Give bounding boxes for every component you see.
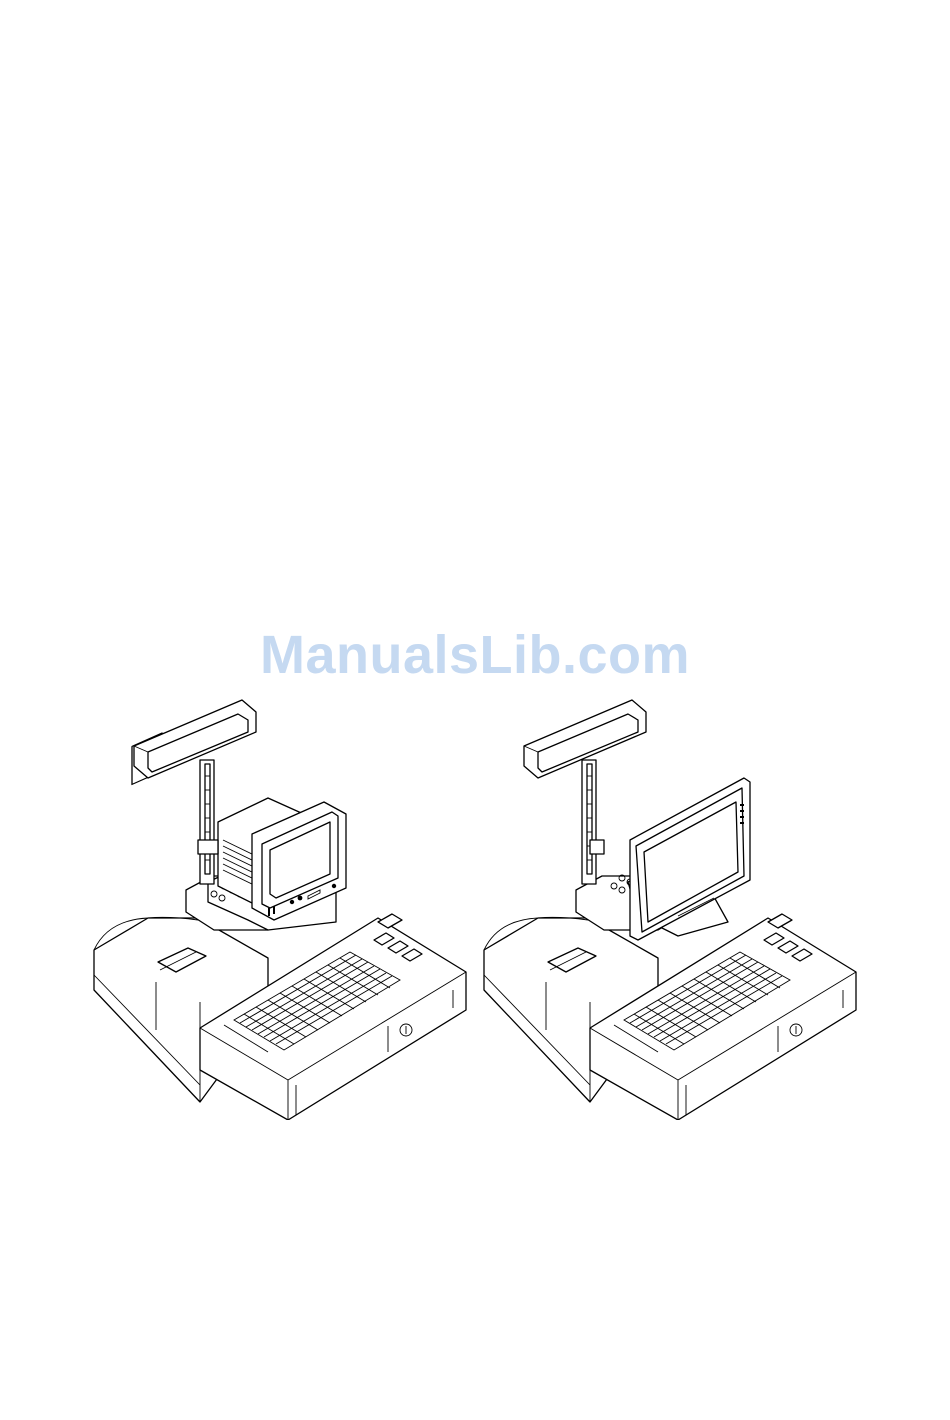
pos-terminal-crt-illustration [88,690,478,1120]
pos-terminal-lcd-illustration [478,690,868,1120]
watermark: ManualsLib.com [0,624,950,686]
